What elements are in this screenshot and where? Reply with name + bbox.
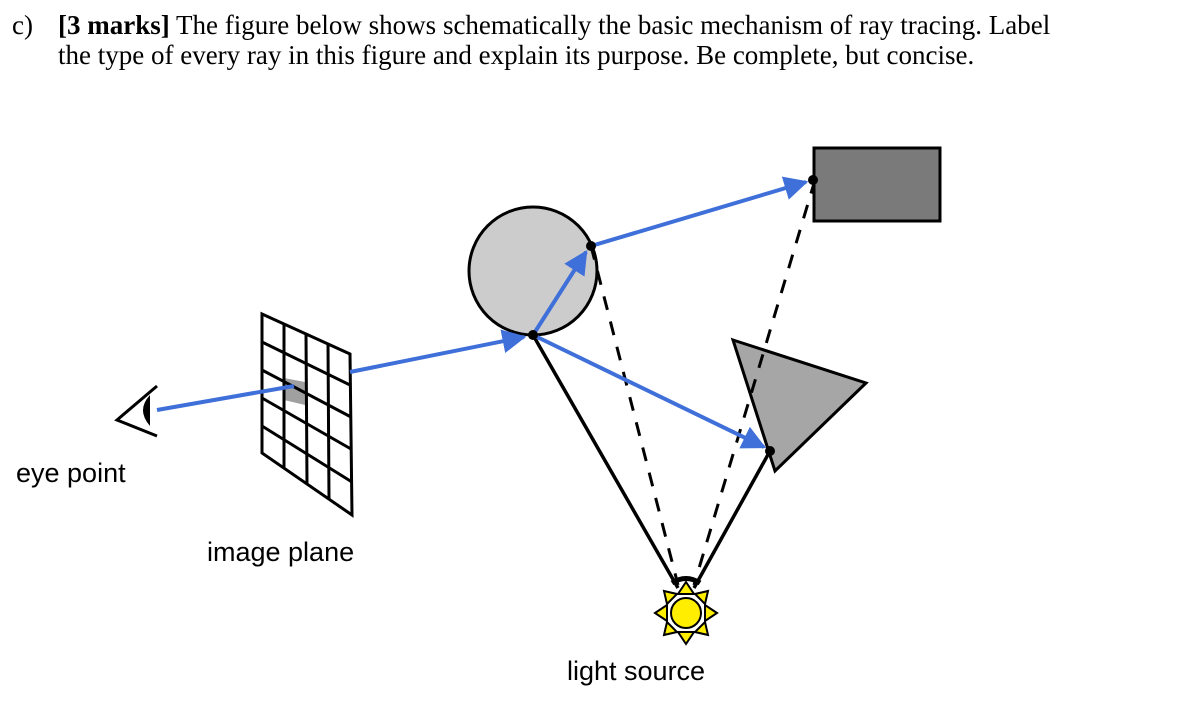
triangle-object (730, 337, 869, 474)
primary-ray-eye-to-pixel (156, 384, 295, 412)
question-text: c) [3 marks] The figure below shows schem… (12, 10, 1172, 70)
shadow-ray-sphere (589, 245, 680, 586)
eye-point-label: eye point (16, 458, 126, 488)
reflected-ray-to-triangle (532, 333, 767, 449)
primary-ray-plane-to-sphere (349, 329, 527, 374)
image-plane-grid (260, 311, 354, 518)
refracted-ray (531, 249, 588, 337)
question-marker: c) (12, 10, 33, 40)
question-marks: [3 marks] (58, 10, 170, 40)
question-text-line-2: the type of every ray in this figure and… (58, 40, 975, 70)
intersection-point-sphere-exit (586, 241, 596, 251)
shadow-ray-sphere-bottom (531, 334, 680, 589)
intersection-point-box (808, 175, 818, 185)
reflected-ray-to-box (590, 176, 809, 248)
light-source-icon (653, 580, 719, 646)
intersection-point-sphere-front (528, 330, 538, 340)
eye-icon (114, 384, 158, 438)
box-object (812, 146, 942, 223)
intersection-point-triangle (765, 446, 775, 456)
image-plane-label: image plane (207, 537, 354, 567)
question-line-1: c) [3 marks] The figure below shows schem… (12, 10, 1172, 40)
shadow-ray-triangle (692, 450, 772, 589)
light-source-label: light source (567, 656, 705, 686)
shadow-ray-box (692, 179, 817, 586)
question-text-line-1: The figure below shows schematically the… (176, 10, 1051, 40)
sphere-object (467, 205, 599, 337)
